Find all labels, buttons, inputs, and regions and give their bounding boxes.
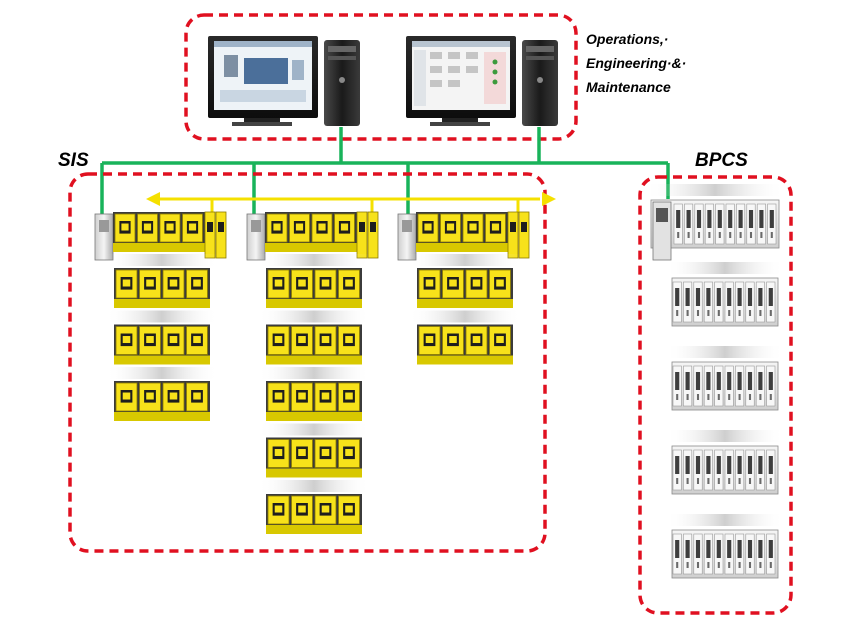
safety-io-module <box>314 269 337 299</box>
sis-expansion-unit <box>258 423 370 478</box>
safety-io-module <box>442 269 464 299</box>
safety-io-module <box>115 326 138 355</box>
sis-expansion-unit <box>106 367 218 421</box>
safety-io-module <box>465 269 488 299</box>
operations-group-border <box>184 13 578 141</box>
sis-expansion-unit <box>258 310 370 365</box>
sis-comms-module <box>507 211 519 259</box>
safety-io-module <box>186 269 208 299</box>
safety-io-module <box>311 213 333 243</box>
safety-io-module <box>115 382 138 412</box>
plant-network <box>100 127 670 216</box>
safety-io-module <box>137 213 158 243</box>
safety-io-module <box>338 495 360 525</box>
sis-comms-module <box>204 211 216 259</box>
arrow-left-icon <box>146 192 160 206</box>
safety-io-module <box>115 269 138 299</box>
sis-expansion-unit <box>258 480 370 534</box>
operations-label-line3: Maintenance <box>586 79 671 95</box>
safety-io-module <box>489 269 511 299</box>
safety-io-module <box>186 382 208 412</box>
safety-io-module <box>291 269 313 299</box>
safe-ethernet-ring <box>156 197 540 213</box>
safety-io-module <box>489 326 511 355</box>
sis-expansion-unit <box>409 254 521 308</box>
sis-expansion-unit <box>409 310 521 365</box>
safety-io-module <box>114 213 136 243</box>
safety-io-module <box>440 213 461 243</box>
engineering-workstation <box>406 36 558 126</box>
sis-base-rack <box>94 211 227 261</box>
operations-label-line1: Operations,· <box>586 31 668 47</box>
safety-io-module <box>139 269 161 299</box>
sis-comms-module <box>356 211 368 259</box>
safety-io-module <box>267 326 290 355</box>
bpcs-label: BPCS <box>695 150 748 171</box>
sis-rack <box>397 211 530 365</box>
safety-io-module <box>162 382 185 412</box>
safety-io-module <box>334 213 355 243</box>
safety-io-module <box>485 213 506 243</box>
sis-expansion-unit <box>258 254 370 308</box>
safety-io-module <box>314 382 337 412</box>
sis-comms-module <box>518 211 530 259</box>
sis-group-border <box>68 172 547 553</box>
bpcs-io-unit <box>666 514 784 579</box>
safety-io-module <box>139 382 161 412</box>
safety-io-module <box>139 326 161 355</box>
sis-label: SIS <box>58 150 89 171</box>
safety-io-module <box>186 326 208 355</box>
operations-label-line2: Engineering·&· <box>586 55 686 71</box>
safety-io-module <box>267 269 290 299</box>
safety-io-module <box>267 495 290 525</box>
bpcs-io-unit <box>666 430 784 495</box>
safety-io-module <box>267 439 290 468</box>
safety-io-module <box>462 213 484 243</box>
arrow-right-icon <box>542 192 556 206</box>
bpcs-io-unit <box>666 262 784 327</box>
sis-comms-module <box>215 211 227 259</box>
sis-rack <box>94 211 227 421</box>
sis-expansion-unit <box>106 310 218 365</box>
safety-io-module <box>289 213 310 243</box>
safety-io-module <box>418 326 441 355</box>
safety-io-module <box>314 439 337 468</box>
bpcs-io-unit <box>666 346 784 411</box>
safety-io-module <box>267 382 290 412</box>
safety-io-module <box>338 326 360 355</box>
safety-io-module <box>314 495 337 525</box>
safety-io-module <box>465 326 488 355</box>
sis-comms-module <box>367 211 379 259</box>
sis-rack <box>246 211 379 534</box>
safety-io-module <box>159 213 181 243</box>
safety-io-module <box>162 269 185 299</box>
safety-io-module <box>417 213 439 243</box>
safety-io-module <box>162 326 185 355</box>
safety-io-module <box>291 382 313 412</box>
safety-io-module <box>266 213 288 243</box>
safety-io-module <box>442 326 464 355</box>
safety-io-module <box>338 269 360 299</box>
safety-io-module <box>291 326 313 355</box>
safety-io-module <box>291 439 313 468</box>
sis-base-rack <box>246 211 379 261</box>
safety-io-module <box>338 382 360 412</box>
bpcs-io-unit <box>645 184 785 261</box>
safety-io-module <box>291 495 313 525</box>
safety-io-module <box>418 269 441 299</box>
safety-io-module <box>338 439 360 468</box>
sis-base-rack <box>397 211 530 261</box>
sis-expansion-unit <box>258 367 370 421</box>
safety-io-module <box>314 326 337 355</box>
hmi-workstation <box>208 36 360 126</box>
safety-io-module <box>182 213 203 243</box>
sis-expansion-unit <box>106 254 218 308</box>
